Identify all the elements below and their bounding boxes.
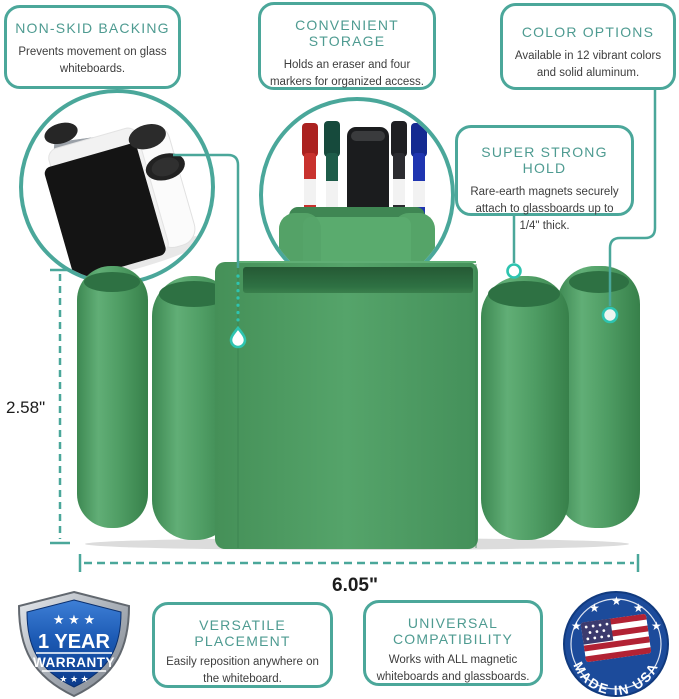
warranty-badge: ★ ★ ★ 1 YEAR WARRANTY ★ ★ ★ [17,590,131,698]
callout-title: CONVENIENT STORAGE [295,17,399,50]
magnet-top [44,122,78,145]
stars-icon: ★ ★ ★ [53,612,95,627]
callout-body: Works with ALL magnetic whiteboards and … [376,654,530,683]
shield-inner [26,599,122,688]
callout-body: Holds an eraser and four markers for org… [269,59,425,88]
right-inner-cylinder [481,276,569,540]
callout-title: UNIVERSAL COMPATIBILITY [392,615,514,648]
callout-title: COLOR OPTIONS [521,24,655,40]
right-outer-cylinder [557,266,640,528]
callout-title: NON-SKID BACKING [15,20,170,36]
callout-universal-compatibility: UNIVERSAL COMPATIBILITY Works with ALL m… [363,600,543,686]
height-dimension-label: 2.58" [6,398,46,417]
back-of-holder-illustration [44,122,207,280]
tray-opening [243,267,473,293]
warranty-years: 1 YEAR [38,631,110,653]
callout-body: Prevents movement on glass whiteboards. [18,46,167,75]
left-outer-cylinder [77,266,148,528]
callout-body: Easily reposition anywhere on the whiteb… [166,656,319,685]
width-dimension-line [78,554,640,572]
callout-body: Available in 12 vibrant colors and solid… [514,50,662,79]
svg-text:★: ★ [651,619,662,633]
svg-text:★: ★ [633,601,644,615]
warranty-word: WARRANTY [33,655,115,670]
svg-text:★: ★ [571,619,582,633]
callout-color-options: COLOR OPTIONS Available in 12 vibrant co… [500,3,676,90]
height-dimension-line [50,268,70,545]
blue-marker [411,123,427,223]
callout-title: SUPER STRONG HOLD [481,144,608,177]
callout-body: Rare-earth magnets securely attach to gl… [470,186,619,232]
green-marker [324,121,340,223]
stars-icon: ★ ★ ★ ★ ★ [571,594,662,633]
eraser [347,127,389,227]
svg-text:★: ★ [611,594,622,608]
stars-icon: ★ ★ ★ [59,674,88,684]
width-dimension-label: 6.05" [332,575,378,596]
callout-convenient-storage: CONVENIENT STORAGE Holds an eraser and f… [258,2,436,90]
marker-holder-product [77,261,640,550]
photo-non-skid-backing [19,89,215,285]
callout-versatile-placement: VERSATILE PLACEMENT Easily reposition an… [152,602,333,688]
black-marker [391,121,407,223]
red-marker [302,123,318,223]
magnet-top [128,124,166,150]
callout-title: VERSATILE PLACEMENT [194,617,291,650]
center-body [215,262,478,549]
us-flag-icon [580,613,652,663]
callout-super-strong-hold: SUPER STRONG HOLD Rare-earth magnets sec… [455,125,634,232]
non-skid-panel [44,143,166,279]
svg-text:★: ★ [589,601,600,615]
callout-non-skid-backing: NON-SKID BACKING Prevents movement on gl… [4,5,181,89]
made-in-usa-badge: ★ ★ ★ ★ ★ MADE IN USA [563,591,669,698]
